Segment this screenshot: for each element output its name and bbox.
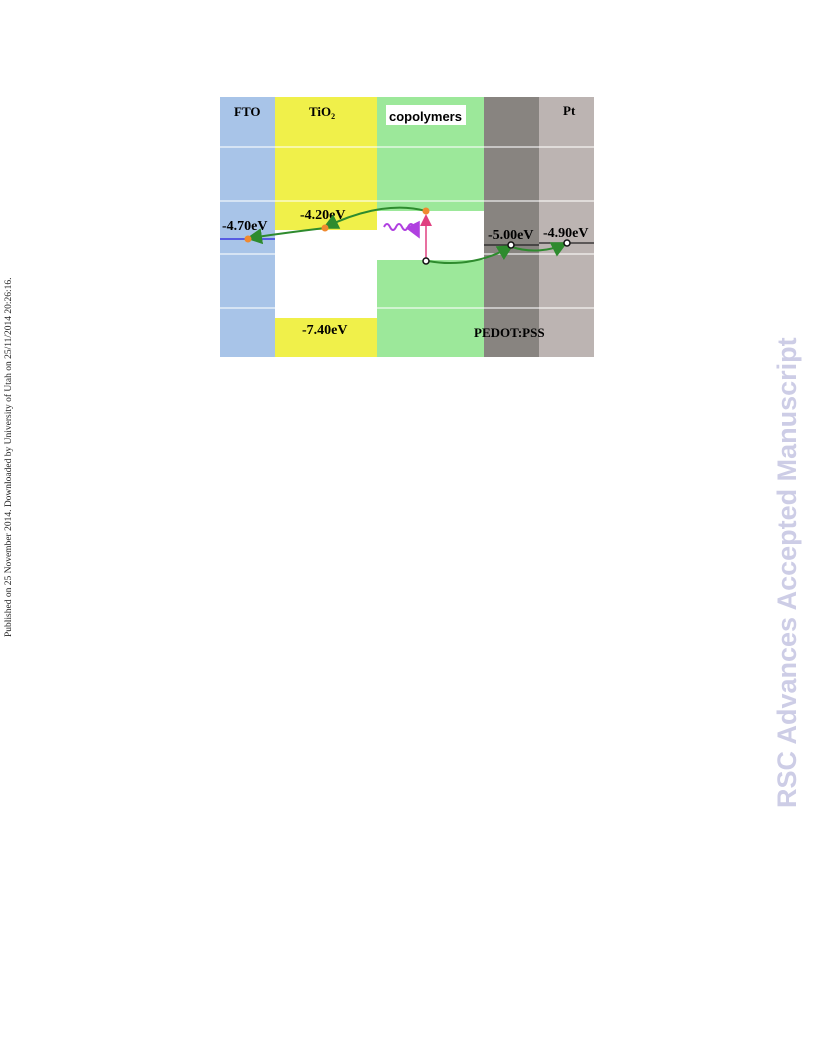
electron-dot-fto bbox=[244, 235, 252, 243]
electron-dot-lumo bbox=[422, 207, 430, 215]
fto-label: FTO bbox=[234, 104, 261, 119]
tio2-label: TiO2 bbox=[309, 104, 335, 121]
copolymers-label: copolymers bbox=[389, 109, 462, 124]
publication-note-text: Published on 25 November 2014. Downloade… bbox=[4, 277, 14, 637]
pt-column bbox=[539, 97, 594, 357]
hole-transfer-arrow-homo-to-pedot bbox=[427, 244, 514, 264]
accepted-manuscript-watermark: RSC Advances Accepted Manuscript bbox=[772, 248, 806, 808]
electron-transfer-arrow-tio2-to-fto bbox=[246, 227, 326, 245]
tio2-vb-value: -7.40eV bbox=[302, 323, 348, 338]
photon-wave bbox=[383, 220, 420, 239]
copolymers-label-box bbox=[386, 105, 466, 125]
energy-level-diagram: FTO TiO2 copolymers Pt PEDOT:PSS -4.70eV… bbox=[220, 97, 594, 357]
publication-note: Published on 25 November 2014. Downloade… bbox=[4, 237, 20, 637]
tio2-label-main: TiO bbox=[309, 104, 331, 119]
grid-lines bbox=[220, 146, 594, 309]
pt-label: Pt bbox=[563, 103, 576, 118]
pt-level-value: -4.90eV bbox=[543, 226, 589, 241]
hole-circle-pedot bbox=[507, 241, 515, 249]
watermark-text: RSC Advances Accepted Manuscript bbox=[772, 337, 802, 808]
hole-circle-pt bbox=[563, 239, 571, 247]
pedot-column bbox=[484, 97, 539, 357]
tio2-column-bottom bbox=[275, 318, 377, 357]
pedot-level-value: -5.00eV bbox=[488, 228, 534, 243]
hole-circle-homo bbox=[422, 257, 430, 265]
pedot-label: PEDOT:PSS bbox=[474, 325, 545, 340]
hole-transfer-arrow-pedot-to-pt bbox=[511, 242, 568, 257]
fto-level-value: -4.70eV bbox=[222, 219, 268, 234]
electron-dot-tio2 bbox=[321, 224, 329, 232]
electron-transfer-arrow-lumo-to-tio2 bbox=[322, 206, 427, 229]
fto-column bbox=[220, 97, 275, 357]
tio2-column-top bbox=[275, 97, 377, 230]
tio2-label-sub: 2 bbox=[331, 112, 335, 121]
